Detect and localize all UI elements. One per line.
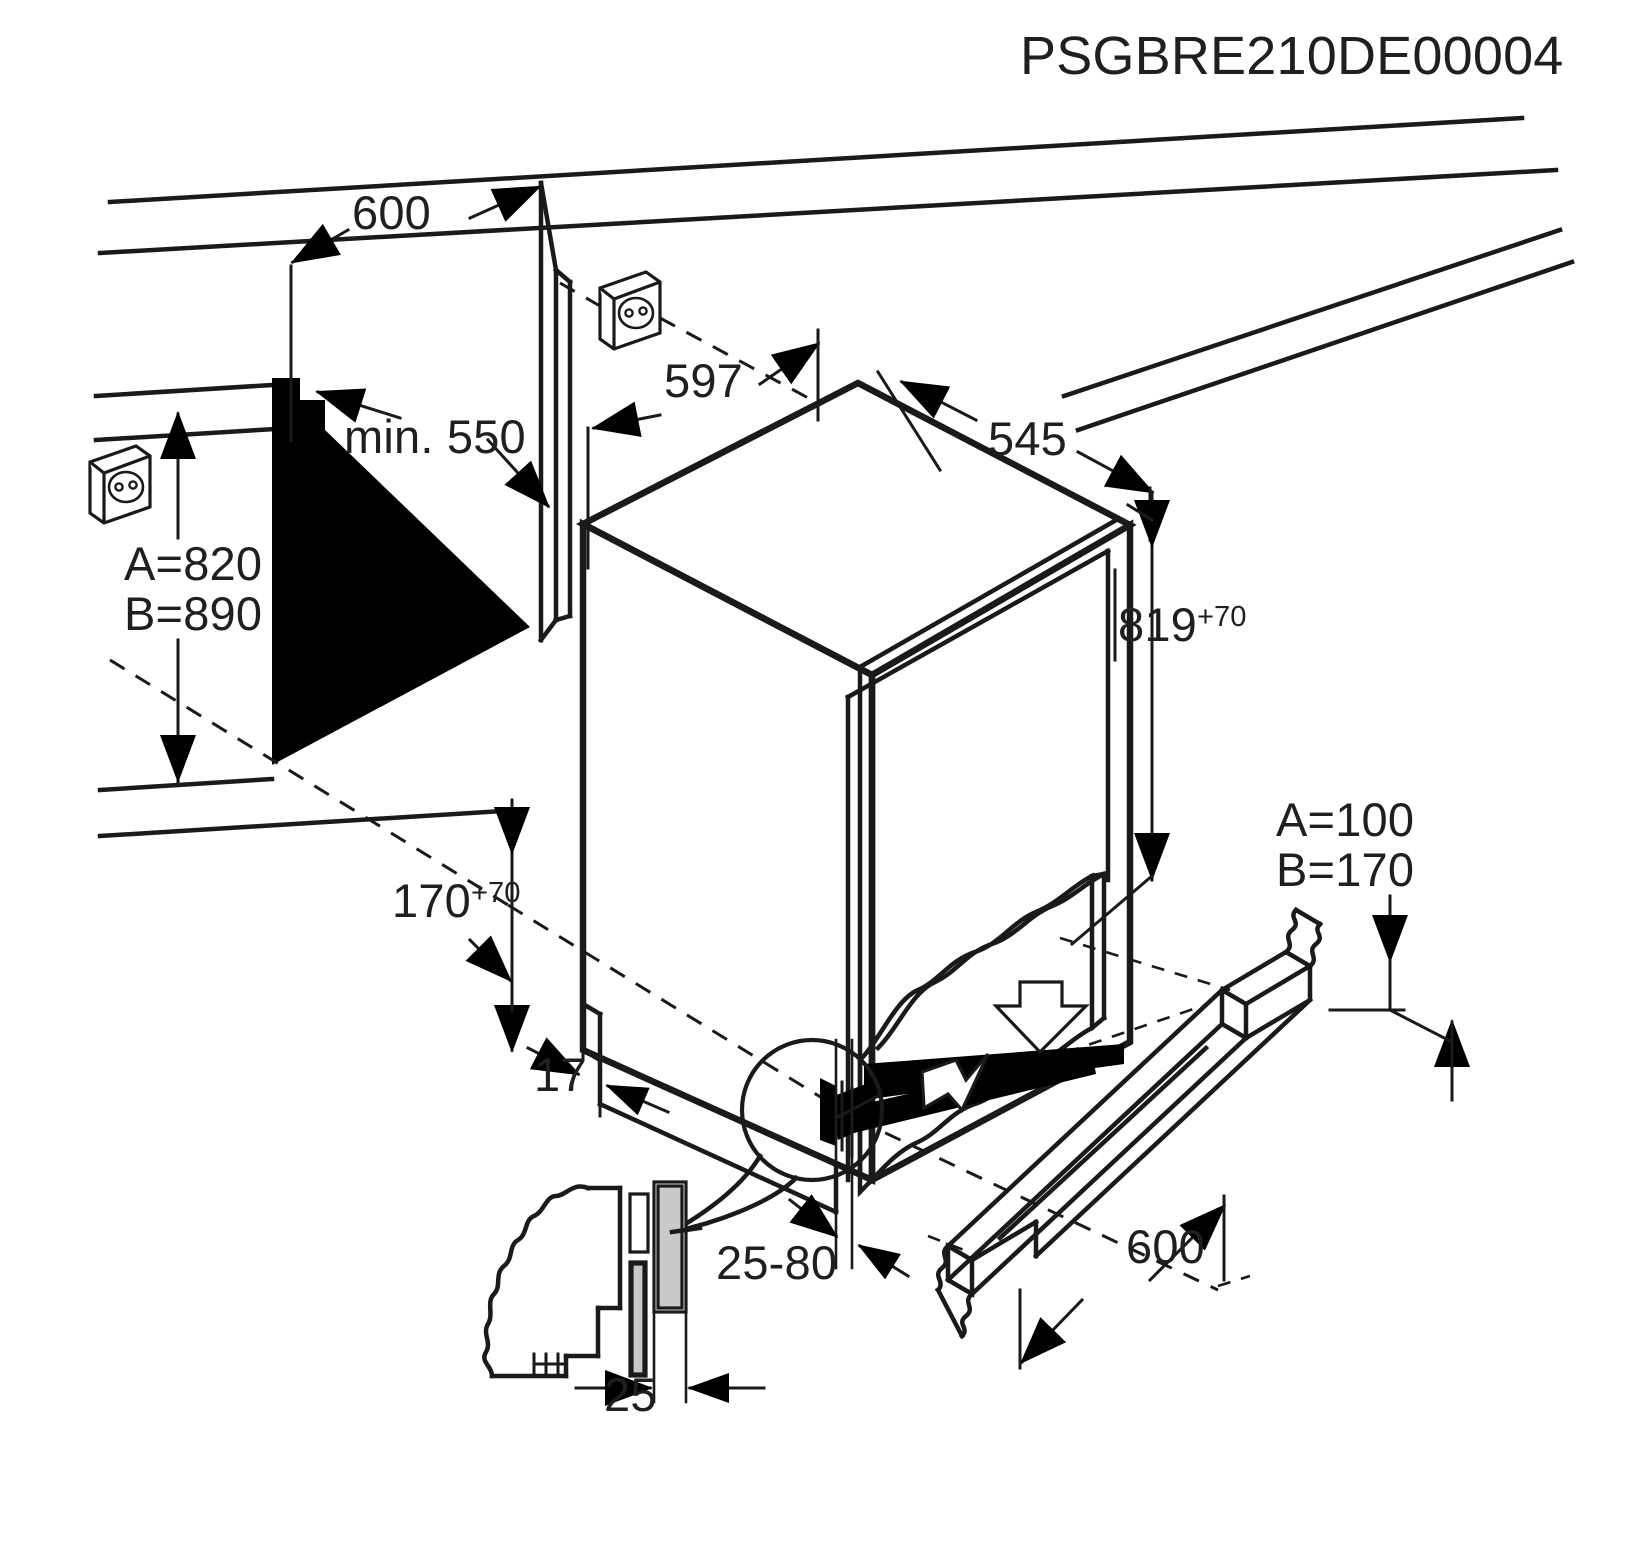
- dim-label-17: 17: [534, 1048, 587, 1101]
- dim-label-vent-height-a: A=100: [1276, 793, 1415, 846]
- wall-socket-left: [88, 444, 152, 525]
- dim-line-819: [1069, 490, 1170, 947]
- dim-label-niche-height-a: A=820: [124, 537, 263, 590]
- airflow-arrow-out: [992, 980, 1090, 1055]
- dim-label-170-value: 170: [392, 874, 472, 927]
- dim-label-819-tolerance: +70: [1197, 600, 1247, 633]
- dim-label-597: 597: [664, 354, 744, 407]
- dim-label-545: 545: [988, 412, 1068, 465]
- dim-label-819: 819+70: [1118, 600, 1246, 650]
- dim-line-25-80: [787, 1194, 911, 1280]
- dim-label-niche-height-b: B=890: [124, 587, 263, 640]
- dim-label-25-80: 25-80: [716, 1236, 838, 1289]
- dim-line-min550: [315, 388, 551, 509]
- appliance-door-panel: [857, 548, 1111, 1198]
- niche-shadow-wedge: [272, 378, 530, 765]
- wall-socket-upper: [598, 270, 662, 351]
- plinth-rail: [934, 906, 1324, 1340]
- drawing-number: PSGBRE210DE00004: [1020, 26, 1564, 86]
- door-panel-cross-section: [482, 1180, 703, 1404]
- dim-line-600-bottom: [1018, 1194, 1227, 1370]
- dim-line-600-top: [289, 181, 543, 442]
- niche-left-panel: [537, 180, 574, 644]
- dim-line-597: [586, 328, 821, 570]
- airflow-arrow-in: [920, 1052, 990, 1113]
- dim-label-600-top: 600: [352, 186, 432, 239]
- dim-label-170: 170+70: [392, 876, 520, 926]
- dim-label-25: 25: [604, 1368, 657, 1421]
- dim-label-600-bottom: 600: [1126, 1220, 1206, 1273]
- dim-line-vent-height: [1328, 894, 1470, 1102]
- dim-label-min-550: min. 550: [344, 410, 526, 463]
- dim-line-170: [465, 788, 585, 1062]
- dim-label-vent-height-b: B=170: [1276, 843, 1415, 896]
- dim-label-819-value: 819: [1118, 598, 1198, 651]
- dim-label-170-tolerance: +70: [471, 876, 521, 909]
- dim-line-17: [525, 1037, 670, 1118]
